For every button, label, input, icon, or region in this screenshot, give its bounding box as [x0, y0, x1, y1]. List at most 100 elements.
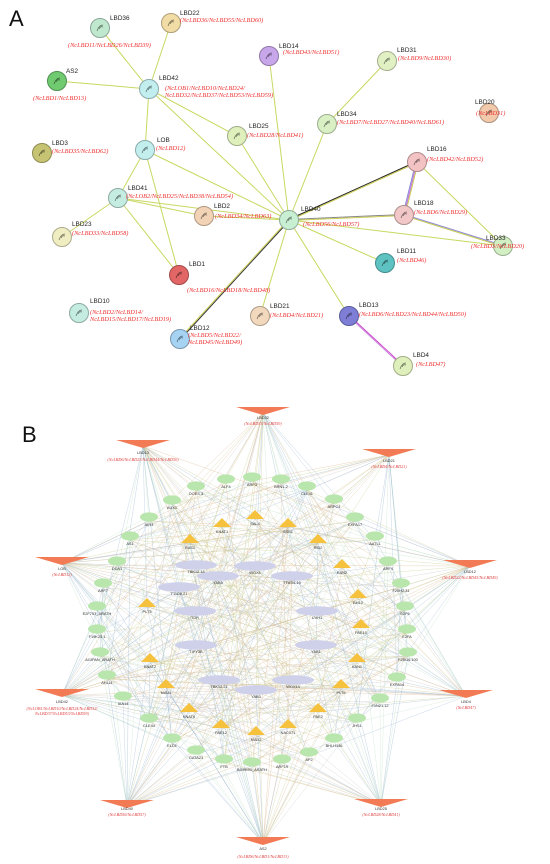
edge-b [106, 489, 197, 680]
node-circle-lbd21 [250, 306, 270, 326]
edge-b [218, 542, 319, 684]
node-lbd3: LBD3(NcLBD35/NcLBD62) [32, 140, 108, 163]
gene-ellipse [187, 481, 205, 491]
edge-b [217, 578, 381, 703]
node-tag-lbd3: (NcLBD35/NcLBD62) [52, 148, 108, 155]
tf-label: PAE10 [355, 630, 368, 635]
node-circle-lbd36 [90, 18, 110, 38]
edge-b [217, 480, 253, 580]
edge-lob-lbd1 [144, 149, 180, 276]
edge-b [220, 687, 342, 729]
node-circle-lbd18 [394, 205, 414, 225]
structure-icon [413, 158, 421, 166]
node-lbd20: LBD20(NcLBD31) [475, 99, 505, 123]
tf-label: KNAT1 [216, 529, 228, 534]
hub-label: YAB1 [311, 649, 321, 654]
gene-node-ap2: AP2 [300, 747, 318, 762]
gene-node-alf4: ALF4 [217, 474, 235, 489]
structure-icon [265, 52, 273, 60]
edge-b [165, 687, 310, 757]
edge-lbd22-lbd42 [148, 22, 172, 90]
lbd-label: LBD42 [56, 699, 68, 704]
tf-label: SSB1 [283, 529, 293, 534]
edge-b [61, 520, 150, 564]
node-tag-lbd21: (NcLBD4/NcLBD21) [270, 312, 323, 319]
node-name-lbd12: LBD12 [190, 325, 210, 332]
edge-b [126, 586, 402, 807]
edge-b [165, 578, 293, 689]
hub-ellipse [198, 675, 240, 685]
edge-b [262, 412, 283, 764]
edge-b [99, 454, 390, 657]
lbd-label: LBD13 [137, 450, 149, 455]
lbd-chevron [362, 449, 416, 457]
gene-ellipse [392, 578, 410, 588]
lbd-label: LBD12 [464, 569, 476, 574]
node-lbd25: LBD25(NcLBD28/NcLBD41) [227, 123, 303, 146]
edge-b [96, 632, 335, 743]
gene-node-f1n21-12: F1N21.12 [371, 693, 389, 708]
edge-b [146, 412, 264, 608]
edge-b [129, 539, 471, 567]
edge-b [262, 711, 319, 844]
gene-ellipse [114, 691, 132, 701]
node-lbd34: LBD34(NcLBD7/NcLBD27/NcLBD40/NcLBD61) [317, 111, 444, 134]
edge-b [254, 520, 356, 570]
edge-b [262, 687, 342, 844]
gene-label: CLE44 [143, 723, 156, 728]
tf-node-nac071: NAC071 [279, 719, 297, 735]
edge-b [148, 520, 359, 599]
edge-b [102, 586, 318, 615]
edge-b [61, 562, 98, 611]
edge-b [280, 482, 381, 703]
node-circle-lbd12 [170, 329, 190, 349]
gene-ellipse [388, 672, 406, 682]
gene-label: ALF4 [221, 484, 231, 489]
hub-ellipse [272, 675, 314, 685]
node-name-as2: AS2 [66, 68, 79, 75]
gene-node-arpc4: ARPC4 [325, 494, 343, 509]
edge-b [255, 609, 406, 736]
gene-label: ELD1 [167, 743, 177, 748]
tf-triangle [212, 719, 230, 728]
edge-b [96, 412, 264, 634]
hub-node-tbk12-18: TBK12.18 [175, 560, 217, 574]
gene-node-jhs1: JHS1 [348, 713, 366, 728]
gene-label: F20H2.31 [392, 588, 409, 593]
structure-icon [114, 194, 122, 202]
network-a-nodes: LBD36(NcLBD11/NcLBD26/NcLBD39)LBD22(NcLB… [32, 10, 524, 376]
edge-b [148, 695, 467, 723]
edge-b [149, 632, 408, 663]
edge-lbd36-lbd42 [99, 27, 150, 90]
edge-b [106, 678, 382, 806]
hub-ellipse [174, 606, 216, 616]
node-lbd12: LBD12(NcLBD5/NcLBD22/NcLBD45/NcLBD49) [170, 325, 242, 349]
edge-b [146, 606, 167, 689]
gene-label: AATL1 [369, 541, 381, 546]
edge-b [220, 597, 359, 729]
edge-b [317, 542, 382, 806]
edge-b [126, 711, 190, 807]
edge-b [280, 482, 471, 567]
edge-b [306, 489, 398, 682]
edge-b [379, 701, 382, 806]
edge-b [96, 632, 225, 764]
lbd-tag: (NcLBD12) [52, 572, 72, 577]
edge-lbd42-lob [144, 88, 150, 151]
edge-b [129, 518, 256, 541]
edge-b [189, 480, 253, 544]
gene-label: BHLH146 [326, 743, 343, 748]
edge-b [308, 695, 467, 757]
edge-b [356, 655, 409, 663]
lbd-chevron [35, 689, 89, 697]
lbd-chevron [439, 690, 493, 698]
hub-label: WOX14 [286, 684, 300, 689]
edge-b [315, 647, 381, 703]
node-circle-lbd2 [194, 206, 214, 226]
hub-ellipse [235, 685, 277, 695]
edge-b [106, 678, 310, 757]
gene-label: AHL11 [101, 680, 113, 685]
edge-b [61, 489, 308, 696]
tf-label: MAD2 [251, 737, 262, 742]
